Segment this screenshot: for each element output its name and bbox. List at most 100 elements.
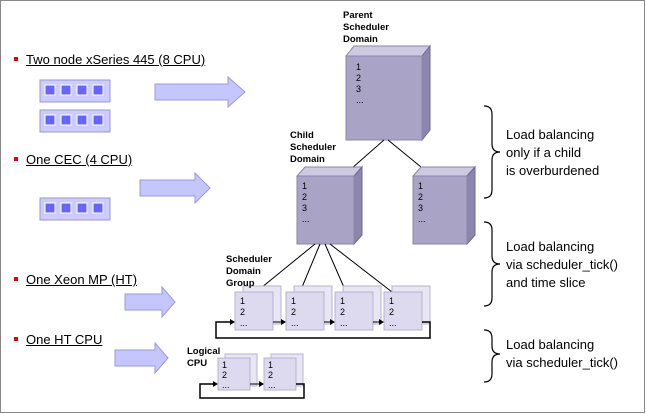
note-line: via scheduler_tick(): [506, 355, 618, 370]
label-line: Scheduler: [343, 22, 389, 33]
note-line: only if a child: [506, 145, 582, 160]
cpu-chip: [60, 84, 72, 96]
child-domain-label: Child Scheduler Domain: [290, 130, 336, 166]
child-list-item-1: 1: [418, 181, 423, 191]
note-parent-balancing: Load balancing only if a child is overbu…: [506, 126, 599, 180]
child-list-item-4: ...: [302, 214, 310, 224]
cpu-chip: [60, 202, 72, 214]
group-list-item-2: 2: [389, 307, 394, 317]
label-line: Scheduler: [290, 142, 336, 153]
group-label: Scheduler Domain Group: [226, 254, 272, 290]
bullet-icon: [14, 277, 18, 281]
child-list-item-2: 2: [418, 192, 423, 202]
label-line: Parent: [343, 10, 373, 21]
cpu-chip: [92, 202, 104, 214]
label-line: Domain: [226, 266, 261, 277]
logical-list-item-1: 1: [268, 360, 273, 370]
cpu-chip: [44, 114, 56, 126]
bullet-icon: [14, 337, 18, 341]
label-line: Domain: [343, 34, 378, 45]
label-line: CPU: [187, 358, 208, 369]
logical-list-item-2: 2: [222, 370, 227, 380]
parent-domain-label: Parent Scheduler Domain: [343, 10, 389, 46]
parent-list-item-1: 1: [356, 62, 361, 72]
cec-tray: [39, 197, 111, 221]
label-line: Group: [226, 278, 255, 289]
parent-list-item-4: ...: [356, 95, 364, 105]
arrow-icon: [139, 171, 211, 205]
arrow-icon: [154, 75, 246, 109]
connector-line: [299, 243, 321, 293]
note-cpu-balancing: Load balancing via scheduler_tick(): [506, 336, 618, 372]
parent-list-item-3: 3: [356, 84, 361, 94]
brace-icon: [483, 221, 501, 307]
logical-cpu-label: Logical CPU: [187, 346, 220, 370]
group-list-item-3: ...: [340, 318, 348, 328]
note-line: Load balancing: [506, 337, 595, 352]
loop-arrow: [199, 383, 305, 399]
bullet-label-ht-cpu: One HT CPU: [26, 332, 103, 347]
group-stack: [234, 285, 282, 331]
arrow-icon: [124, 285, 176, 319]
group-list-item-3: ...: [291, 318, 299, 328]
note-line: Load balancing: [506, 239, 595, 254]
loop-arrow: [215, 321, 431, 339]
chain-arrowhead: [281, 319, 286, 325]
cpu-chip: [76, 84, 88, 96]
note-line: and time slice: [506, 275, 586, 290]
bullet-label-xseries: Two node xSeries 445 (8 CPU): [26, 52, 206, 67]
cpu-chip: [76, 202, 88, 214]
logical-cpu-stack: [263, 353, 304, 391]
group-list-item-1: 1: [240, 296, 245, 306]
cpu-chip: [92, 114, 104, 126]
connector-line: [329, 243, 393, 293]
parent-list-item-2: 2: [356, 73, 361, 83]
group-stack: [334, 285, 382, 331]
loop-arrowhead: [230, 319, 235, 325]
loop-arrowhead: [213, 381, 218, 387]
node-tray-2: [39, 109, 111, 133]
bullet-icon: [14, 57, 18, 61]
connector-line: [324, 243, 347, 293]
cpu-chip: [92, 84, 104, 96]
label-line: Logical: [187, 346, 221, 357]
node-tray-1: [39, 79, 111, 103]
child-list-item-3: 3: [418, 203, 423, 213]
chain-arrowhead: [259, 381, 264, 387]
group-list-item-1: 1: [389, 296, 394, 306]
child-list-item-4: ...: [418, 214, 426, 224]
child-list-item-3: 3: [302, 203, 307, 213]
cpu-chip: [76, 114, 88, 126]
note-line: via scheduler_tick(): [506, 257, 618, 272]
logical-list-item-3: ...: [268, 380, 276, 390]
group-list-item-2: 2: [291, 307, 296, 317]
brace-icon: [483, 105, 501, 199]
group-list-item-2: 2: [240, 307, 245, 317]
group-list-item-3: ...: [240, 318, 248, 328]
chain-arrowhead: [379, 319, 384, 325]
cpu-chip: [60, 114, 72, 126]
group-stack: [285, 285, 333, 331]
logical-cpu-stack: [217, 353, 258, 391]
group-list-item-1: 1: [291, 296, 296, 306]
note-line: is overburdened: [506, 163, 600, 178]
connector-line: [255, 243, 316, 293]
bullet-label-xeon: One Xeon MP (HT): [26, 272, 138, 287]
brace-icon: [483, 329, 501, 383]
note-line: Load balancing: [506, 127, 595, 142]
child-list-item-2: 2: [302, 192, 307, 202]
logical-list-item-2: 2: [268, 370, 273, 380]
child-domain-box: [295, 165, 364, 246]
label-line: Domain: [290, 154, 325, 165]
label-line: Scheduler: [226, 254, 272, 265]
group-list-item-2: 2: [340, 307, 345, 317]
note-group-balancing: Load balancing via scheduler_tick() and …: [506, 238, 618, 292]
logical-list-item-3: ...: [222, 380, 230, 390]
child-domain-box: [411, 165, 477, 246]
bullet-icon: [14, 157, 18, 161]
bullet-label-cec: One CEC (4 CPU): [26, 152, 133, 167]
group-list-item-1: 1: [340, 296, 345, 306]
